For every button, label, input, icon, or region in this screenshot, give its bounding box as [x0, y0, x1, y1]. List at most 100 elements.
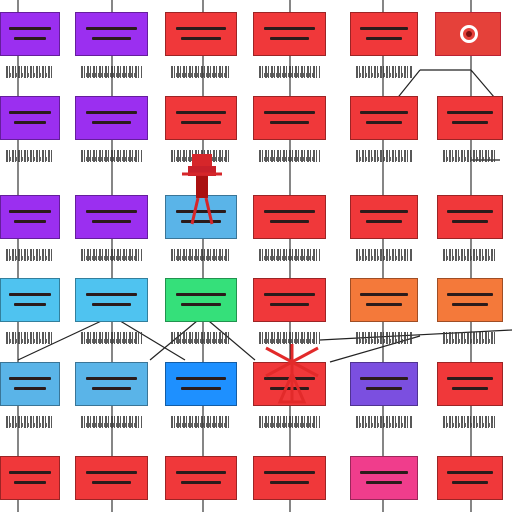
node-glyph-bar	[9, 111, 51, 115]
node-caption-glyphs	[443, 249, 497, 261]
node-glyph-bar	[181, 481, 221, 485]
legend-emblem-block[interactable]	[435, 12, 501, 56]
node-caption-glyphs	[171, 332, 231, 344]
diagram-node[interactable]	[350, 96, 418, 140]
diagram-node[interactable]	[0, 362, 60, 406]
emblem-icon	[460, 25, 478, 43]
node-glyph-bar	[446, 111, 494, 115]
diagram-node[interactable]	[165, 278, 237, 322]
diagram-node[interactable]	[437, 96, 503, 140]
diagram-node[interactable]	[165, 96, 237, 140]
node-glyph-bar	[365, 220, 403, 224]
diagram-node[interactable]	[75, 278, 148, 322]
node-glyph-bar	[269, 303, 310, 307]
node-glyph-bar	[175, 210, 227, 214]
node-glyph-bar	[360, 471, 408, 475]
diagram-node[interactable]	[75, 96, 148, 140]
node-glyph-bar	[175, 471, 227, 475]
node-caption-glyphs	[81, 416, 142, 428]
node-caption-glyphs	[356, 416, 412, 428]
diagram-node[interactable]	[350, 195, 418, 239]
node-glyph-bar	[85, 471, 138, 475]
diagram-node[interactable]	[253, 456, 326, 500]
diagram-node[interactable]	[437, 195, 503, 239]
node-caption-glyphs	[81, 150, 142, 162]
node-glyph-bar	[452, 220, 488, 224]
diagram-node[interactable]	[0, 96, 60, 140]
node-glyph-bar	[263, 111, 316, 115]
connector-line	[319, 329, 512, 341]
node-caption-glyphs	[356, 332, 412, 344]
node-glyph-bar	[85, 293, 138, 297]
diagram-node[interactable]	[75, 362, 148, 406]
node-glyph-bar	[181, 303, 221, 307]
diagram-node[interactable]	[437, 456, 503, 500]
node-caption-glyphs	[259, 332, 320, 344]
diagram-node[interactable]	[350, 12, 418, 56]
node-caption-glyphs	[443, 332, 497, 344]
node-caption-glyphs	[6, 249, 54, 261]
node-glyph-bar	[91, 303, 132, 307]
diagram-node[interactable]	[75, 12, 148, 56]
node-caption-glyphs	[356, 249, 412, 261]
node-glyph-bar	[91, 37, 132, 41]
diagram-node[interactable]	[437, 278, 503, 322]
diagram-node[interactable]	[253, 278, 326, 322]
node-glyph-bar	[263, 471, 316, 475]
diagram-node[interactable]	[437, 362, 503, 406]
node-caption-glyphs	[356, 150, 412, 162]
node-caption-glyphs	[6, 416, 54, 428]
node-caption-glyphs	[171, 66, 231, 78]
node-glyph-bar	[446, 377, 494, 381]
diagram-node[interactable]	[0, 12, 60, 56]
node-caption-glyphs	[259, 66, 320, 78]
diagram-node[interactable]	[253, 96, 326, 140]
node-caption-glyphs	[6, 150, 54, 162]
node-glyph-bar	[360, 293, 408, 297]
node-glyph-bar	[85, 377, 138, 381]
diagram-node[interactable]	[253, 195, 326, 239]
node-caption-glyphs	[259, 416, 320, 428]
diagram-node[interactable]	[350, 362, 418, 406]
node-glyph-bar	[181, 220, 221, 224]
node-glyph-bar	[263, 27, 316, 31]
node-glyph-bar	[91, 220, 132, 224]
node-glyph-bar	[446, 471, 494, 475]
node-glyph-bar	[446, 210, 494, 214]
node-glyph-bar	[365, 481, 403, 485]
node-caption-glyphs	[259, 150, 320, 162]
diagram-node[interactable]	[165, 195, 237, 239]
diagram-node[interactable]	[350, 456, 418, 500]
node-caption-glyphs	[171, 416, 231, 428]
diagram-node[interactable]	[0, 278, 60, 322]
node-glyph-bar	[269, 121, 310, 125]
node-caption-glyphs	[356, 66, 412, 78]
diagram-node[interactable]	[350, 278, 418, 322]
node-glyph-bar	[13, 481, 47, 485]
node-glyph-bar	[263, 293, 316, 297]
diagram-node[interactable]	[75, 195, 148, 239]
node-glyph-bar	[9, 293, 51, 297]
node-glyph-bar	[360, 27, 408, 31]
node-glyph-bar	[9, 377, 51, 381]
node-glyph-bar	[269, 220, 310, 224]
node-glyph-bar	[85, 27, 138, 31]
diagram-node[interactable]	[165, 12, 237, 56]
node-glyph-bar	[181, 387, 221, 391]
node-glyph-bar	[360, 111, 408, 115]
diagram-node[interactable]	[0, 195, 60, 239]
node-caption-glyphs	[81, 332, 142, 344]
diagram-node[interactable]	[165, 362, 237, 406]
node-glyph-bar	[365, 387, 403, 391]
node-glyph-bar	[9, 27, 51, 31]
diagram-node[interactable]	[75, 456, 148, 500]
node-glyph-bar	[85, 111, 138, 115]
node-glyph-bar	[91, 121, 132, 125]
node-glyph-bar	[181, 37, 221, 41]
diagram-node[interactable]	[0, 456, 60, 500]
node-glyph-bar	[181, 121, 221, 125]
node-glyph-bar	[269, 481, 310, 485]
diagram-node[interactable]	[253, 12, 326, 56]
diagram-node[interactable]	[165, 456, 237, 500]
